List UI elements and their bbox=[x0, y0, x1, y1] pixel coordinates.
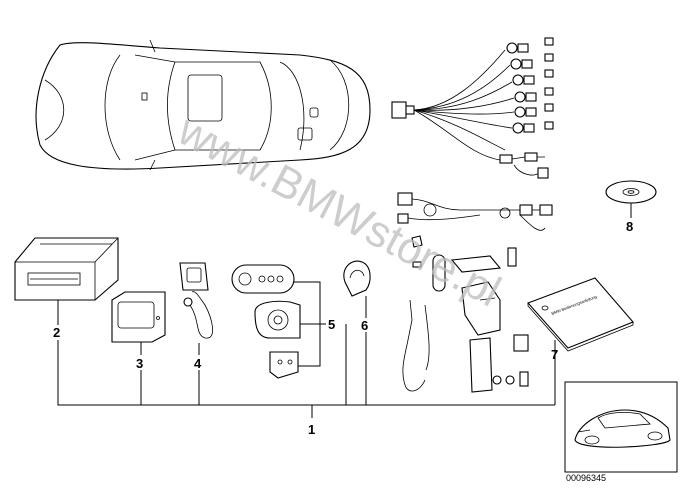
callout-3: 3 bbox=[136, 356, 143, 371]
document-id: 00096345 bbox=[566, 473, 606, 483]
callout-4: 4 bbox=[194, 356, 202, 371]
cd-disc bbox=[605, 180, 657, 218]
callout-1: 1 bbox=[308, 422, 315, 437]
callout-7: 7 bbox=[551, 347, 558, 362]
part-6-holder bbox=[343, 260, 371, 405]
callout-2: 2 bbox=[53, 325, 60, 340]
car-top-view bbox=[35, 39, 371, 171]
mounting-hardware bbox=[402, 235, 529, 393]
part-2-cd-unit bbox=[14, 237, 119, 325]
part-5-remote-controls bbox=[231, 264, 326, 379]
part-7-booklet: BMW Bedienungsanleitung bbox=[527, 277, 634, 405]
callout-leaders bbox=[57, 296, 555, 418]
wiring-harness bbox=[391, 37, 554, 179]
callout-numbers: 1 2 3 4 5 6 7 8 bbox=[53, 219, 633, 437]
part-3-module bbox=[111, 291, 166, 355]
car-inset: 00096345 bbox=[564, 381, 678, 483]
antenna-cable bbox=[397, 192, 553, 231]
callout-6: 6 bbox=[361, 318, 368, 333]
harness-connectors bbox=[499, 37, 554, 179]
callout-5: 5 bbox=[328, 317, 335, 332]
callout-8: 8 bbox=[626, 219, 633, 234]
part-4-microphone bbox=[179, 262, 213, 355]
